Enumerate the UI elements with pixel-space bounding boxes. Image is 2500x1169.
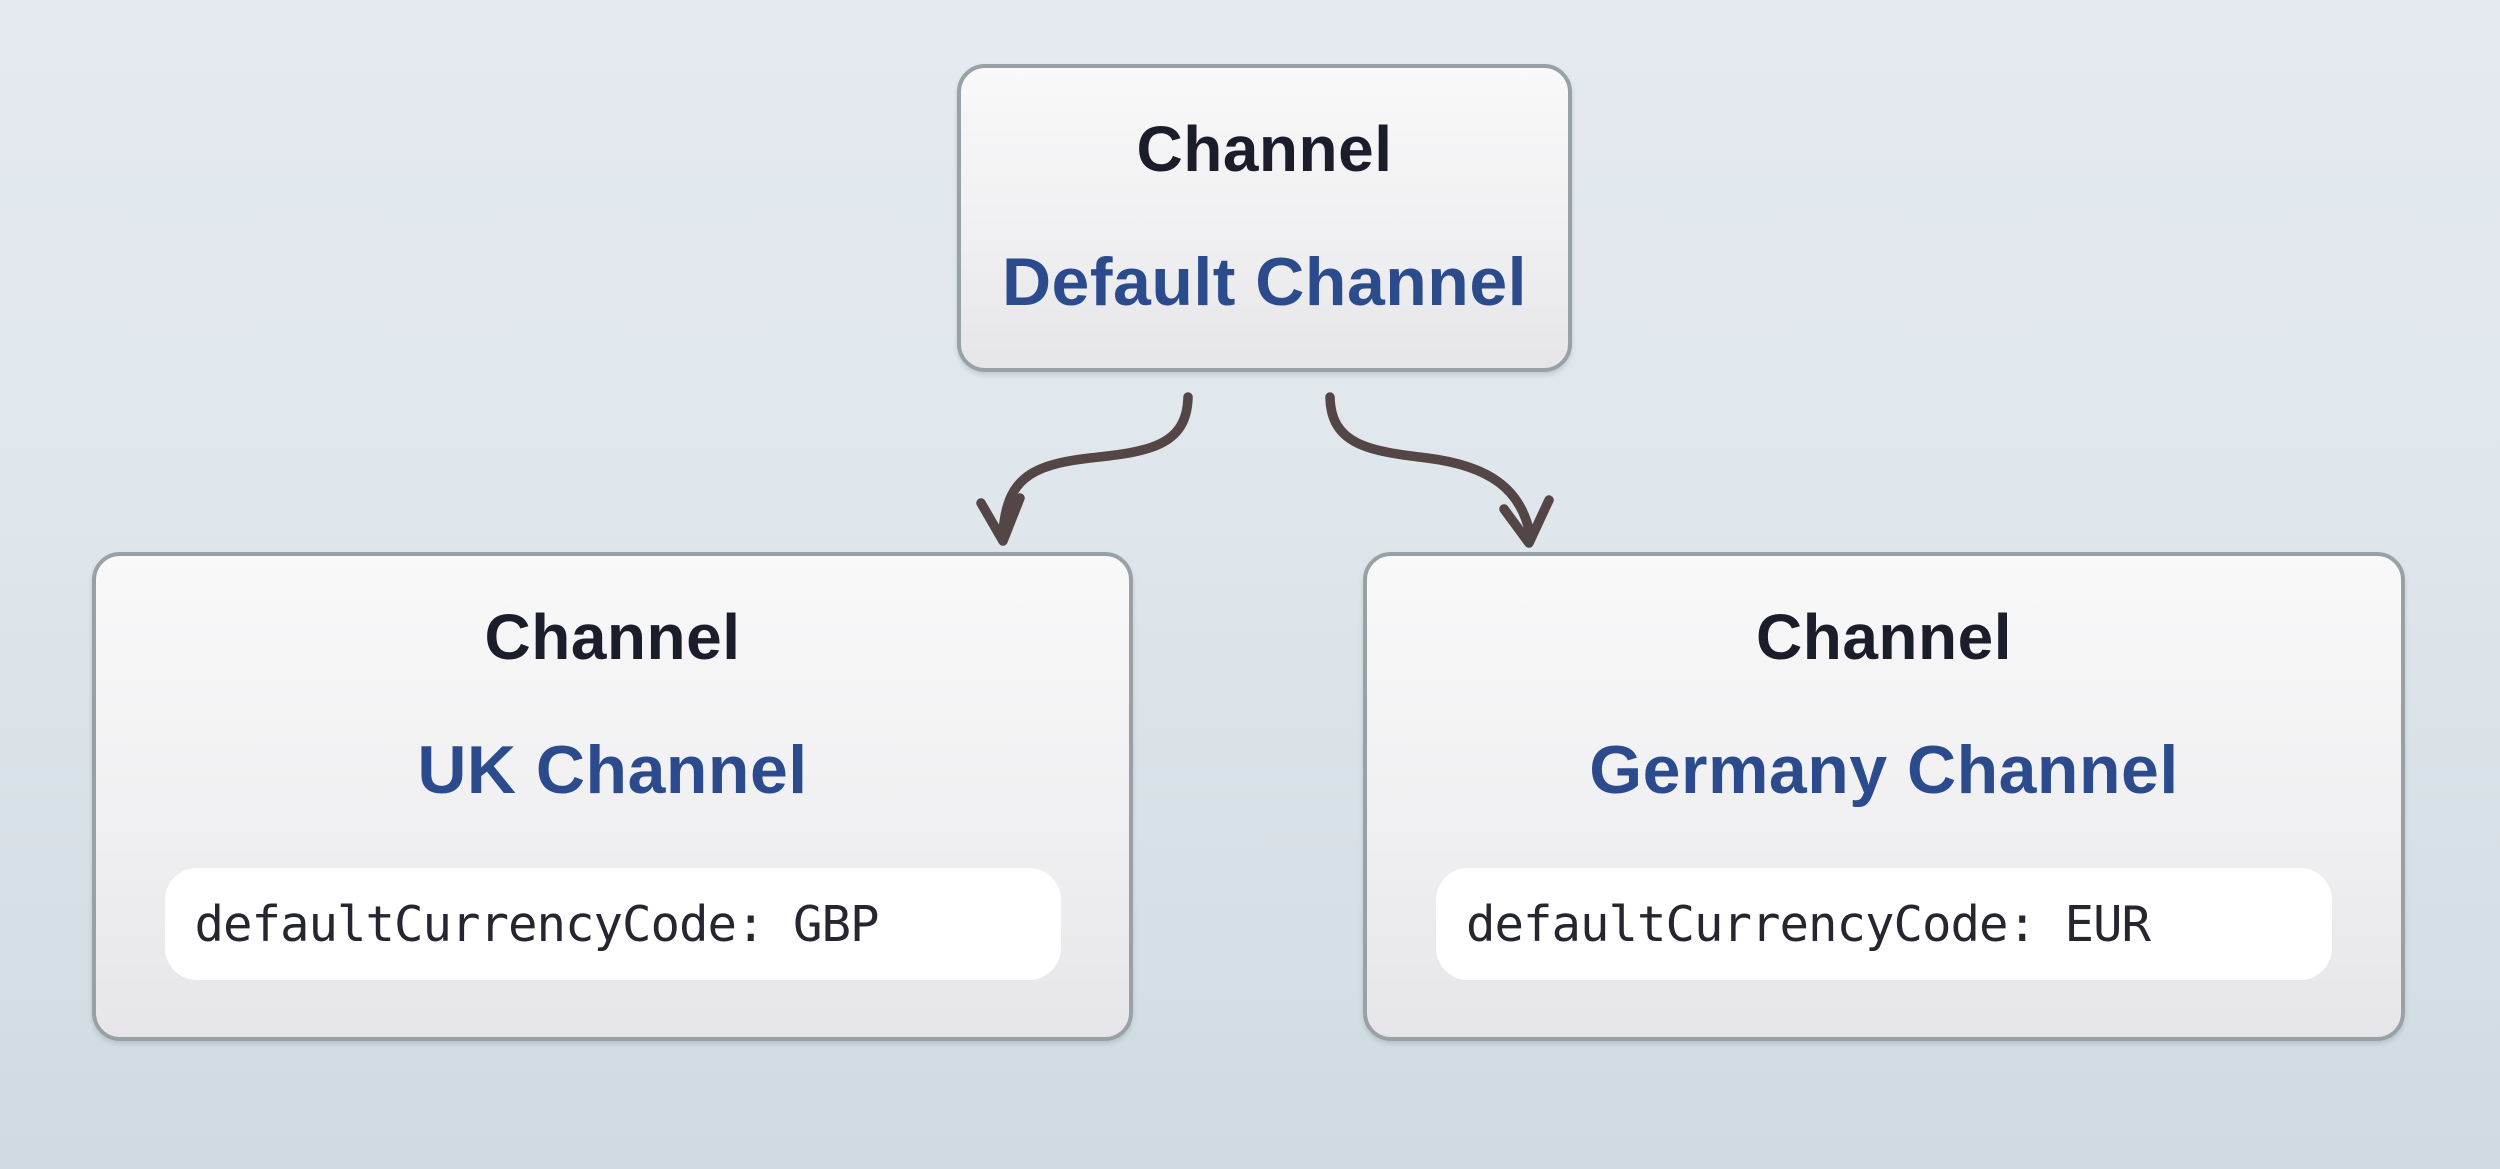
entity-type-label: Channel [1756, 601, 2012, 673]
attribute-pill: defaultCurrencyCode: GBP [164, 868, 1061, 980]
arrow-root-to-uk-head-icon [976, 493, 1025, 546]
entity-type-label: Channel [484, 601, 741, 673]
attribute-text: defaultCurrencyCode: EUR [1466, 895, 2151, 953]
arrow-root-to-germany-head-icon [1499, 495, 1554, 548]
attribute-text: defaultCurrencyCode: GBP [194, 895, 880, 953]
attribute-pill: defaultCurrencyCode: EUR [1436, 868, 2332, 980]
entity-name: Germany Channel [1589, 732, 2179, 808]
arrow-root-to-uk-channel [976, 392, 1193, 546]
entity-name: Default Channel [1001, 244, 1528, 320]
entity-name: UK Channel [417, 732, 808, 808]
node-default-channel: Channel Default Channel [957, 64, 1572, 372]
arrow-root-to-germany-curve [1325, 392, 1535, 539]
arrow-root-to-uk-curve [998, 392, 1193, 537]
arrow-root-to-germany-channel [1325, 392, 1554, 548]
node-germany-channel: Channel Germany Channel defaultCurrencyC… [1363, 552, 2405, 1041]
entity-type-label: Channel [1136, 113, 1393, 185]
node-uk-channel: Channel UK Channel defaultCurrencyCode: … [92, 552, 1133, 1041]
